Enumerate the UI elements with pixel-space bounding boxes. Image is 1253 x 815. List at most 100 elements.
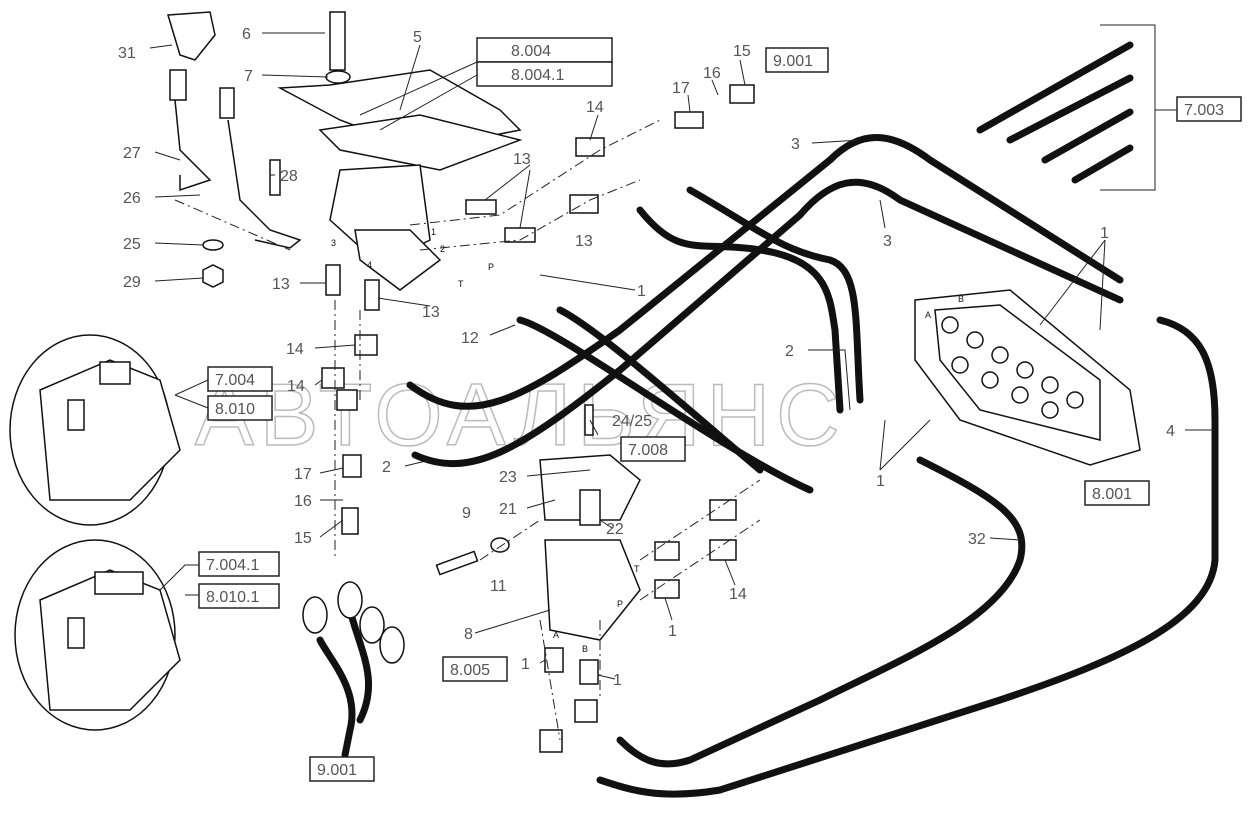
hoses bbox=[316, 41, 1219, 798]
leader-lines bbox=[149, 24, 1215, 680]
callout: 13 bbox=[422, 304, 440, 321]
hose-9001-b bbox=[346, 606, 373, 724]
ref-box-7-008[interactable]: 7.008 bbox=[620, 436, 686, 462]
port-mark: A bbox=[925, 310, 931, 320]
hose-32 bbox=[616, 456, 1026, 768]
hose-7003-b bbox=[1006, 74, 1134, 144]
callout: 3 bbox=[791, 136, 800, 153]
port-mark: T bbox=[634, 564, 640, 574]
ref-box-7-003[interactable]: 7.003 bbox=[1176, 96, 1242, 122]
callout: 1 bbox=[613, 672, 622, 689]
callout: 14 bbox=[286, 341, 304, 358]
callout: 14 bbox=[287, 378, 305, 395]
svg-text:8.010: 8.010 bbox=[215, 401, 255, 418]
port-mark: P bbox=[488, 262, 494, 272]
callout: 25 bbox=[123, 236, 141, 253]
callout: 1 bbox=[876, 473, 885, 490]
svg-text:7.004: 7.004 bbox=[215, 372, 255, 389]
svg-text:8.010.1: 8.010.1 bbox=[206, 589, 259, 606]
ref-box-8-010[interactable]: 8.010 bbox=[207, 395, 273, 421]
callout: 1 bbox=[1100, 225, 1109, 242]
callout: 13 bbox=[575, 233, 593, 250]
ref-box-7-004-1[interactable]: 7.004.1 bbox=[198, 551, 280, 577]
callout: 16 bbox=[703, 65, 721, 82]
hose-9001 bbox=[316, 636, 356, 759]
callout: 5 bbox=[413, 29, 422, 46]
callout: 15 bbox=[733, 43, 751, 60]
hydraulic-motor-upper bbox=[9, 334, 181, 526]
ref-box-8-004[interactable]: 8.004 bbox=[476, 37, 613, 63]
hose-2-a bbox=[636, 206, 844, 414]
control-valve-block bbox=[914, 289, 1141, 466]
svg-text:8.004.1: 8.004.1 bbox=[511, 67, 564, 84]
svg-text:9.001: 9.001 bbox=[773, 53, 813, 70]
hose-7003-a bbox=[976, 41, 1134, 134]
callout: 6 bbox=[242, 26, 251, 43]
port-mark: A bbox=[553, 630, 559, 640]
assembly-lines bbox=[174, 119, 761, 741]
callout: 13 bbox=[272, 276, 290, 293]
hydraulic-motor-lower bbox=[14, 539, 181, 731]
callout: 4 bbox=[1166, 423, 1175, 440]
callout: 14 bbox=[586, 99, 604, 116]
hose-3-lower bbox=[411, 178, 1124, 468]
reference-boxes: 8.004 8.004.1 9.001 7.003 7.004 8.010 7.… bbox=[198, 37, 1242, 782]
port-mark: P bbox=[617, 599, 623, 609]
callout: 15 bbox=[294, 530, 312, 547]
ref-box-8-004-1[interactable]: 8.004.1 bbox=[476, 61, 613, 87]
callout: 24/25 bbox=[612, 413, 652, 430]
hose-7003-c bbox=[1041, 108, 1134, 164]
hose-4 bbox=[596, 316, 1219, 798]
callout: 17 bbox=[672, 80, 690, 97]
callout: 2 bbox=[382, 459, 391, 476]
callouts: 31 6 5 15 17 16 14 7 27 28 26 13 13 3 3 … bbox=[118, 26, 1175, 689]
ref-box-9-001-top[interactable]: 9.001 bbox=[765, 47, 829, 73]
port-mark: B bbox=[958, 294, 964, 304]
ref-box-7-004[interactable]: 7.004 bbox=[207, 366, 273, 392]
port-marks: 1 2 P T 3 4 A B T P A B bbox=[331, 227, 964, 654]
pilot-valve bbox=[435, 404, 641, 641]
ref-box-8-010-1[interactable]: 8.010.1 bbox=[198, 583, 280, 609]
callout: 13 bbox=[513, 151, 531, 168]
callout: 11 bbox=[490, 578, 507, 595]
ref-box-8-005[interactable]: 8.005 bbox=[442, 656, 508, 682]
callout: 2 bbox=[785, 343, 794, 360]
callout: 12 bbox=[461, 330, 479, 347]
callout: 7 bbox=[244, 68, 253, 85]
port-mark: B bbox=[582, 644, 588, 654]
callout: 32 bbox=[968, 531, 986, 548]
svg-text:8.001: 8.001 bbox=[1092, 486, 1132, 503]
port-mark: 4 bbox=[367, 260, 372, 270]
callout: 31 bbox=[118, 45, 136, 62]
callout: 29 bbox=[123, 274, 141, 291]
callout: 16 bbox=[294, 493, 312, 510]
callout: 23 bbox=[499, 469, 517, 486]
svg-text:9.001: 9.001 bbox=[317, 762, 357, 779]
callout: 21 bbox=[499, 501, 517, 518]
ref-box-8-001[interactable]: 8.001 bbox=[1084, 480, 1150, 506]
callout: 3 bbox=[883, 233, 892, 250]
callout: 8 bbox=[464, 626, 473, 643]
hose-3-upper bbox=[406, 134, 1124, 410]
port-mark: 3 bbox=[331, 238, 336, 248]
hose-7003-d bbox=[1071, 144, 1134, 184]
callout: 1 bbox=[521, 656, 530, 673]
callout: 27 bbox=[123, 145, 141, 162]
callout: 9 bbox=[462, 505, 471, 522]
lever-assembly bbox=[167, 11, 302, 288]
callout: 14 bbox=[729, 586, 747, 603]
callout: 1 bbox=[668, 623, 677, 640]
hose-2-b bbox=[686, 186, 864, 404]
callout: 28 bbox=[280, 168, 298, 185]
hose-12-b bbox=[516, 316, 814, 494]
callout: 17 bbox=[294, 466, 312, 483]
svg-text:8.004: 8.004 bbox=[511, 43, 551, 60]
callout: 22 bbox=[606, 521, 624, 538]
callout: 26 bbox=[123, 190, 141, 207]
svg-text:8.005: 8.005 bbox=[450, 662, 490, 679]
svg-text:7.003: 7.003 bbox=[1184, 102, 1224, 119]
port-mark: 2 bbox=[440, 244, 445, 254]
ref-box-9-001-bottom[interactable]: 9.001 bbox=[309, 756, 375, 782]
svg-text:7.004.1: 7.004.1 bbox=[206, 557, 259, 574]
